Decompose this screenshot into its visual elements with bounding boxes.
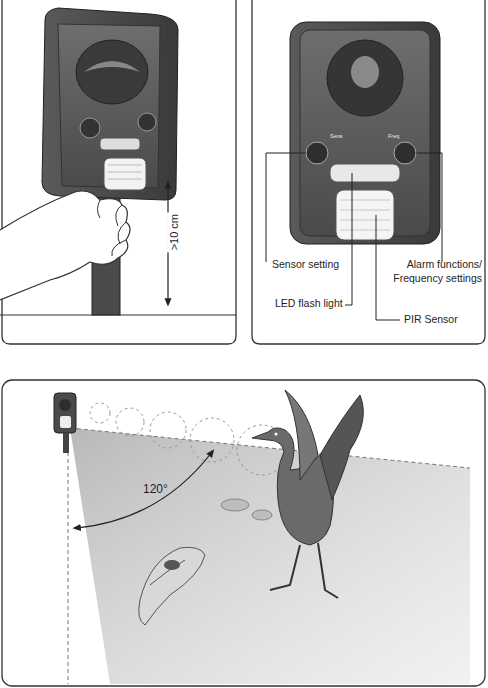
callout-label: LED flash light: [275, 297, 343, 311]
knob-label: Sens: [330, 133, 343, 140]
callout-label: Sensor setting: [272, 258, 339, 272]
dimension-label: >10 cm: [167, 212, 181, 252]
callout-label: PIR Sensor: [404, 313, 458, 327]
knob-label: Freq: [388, 133, 399, 140]
angle-label: 120°: [143, 482, 168, 498]
callout-label: Alarm functions/ Frequency settings: [378, 258, 482, 285]
